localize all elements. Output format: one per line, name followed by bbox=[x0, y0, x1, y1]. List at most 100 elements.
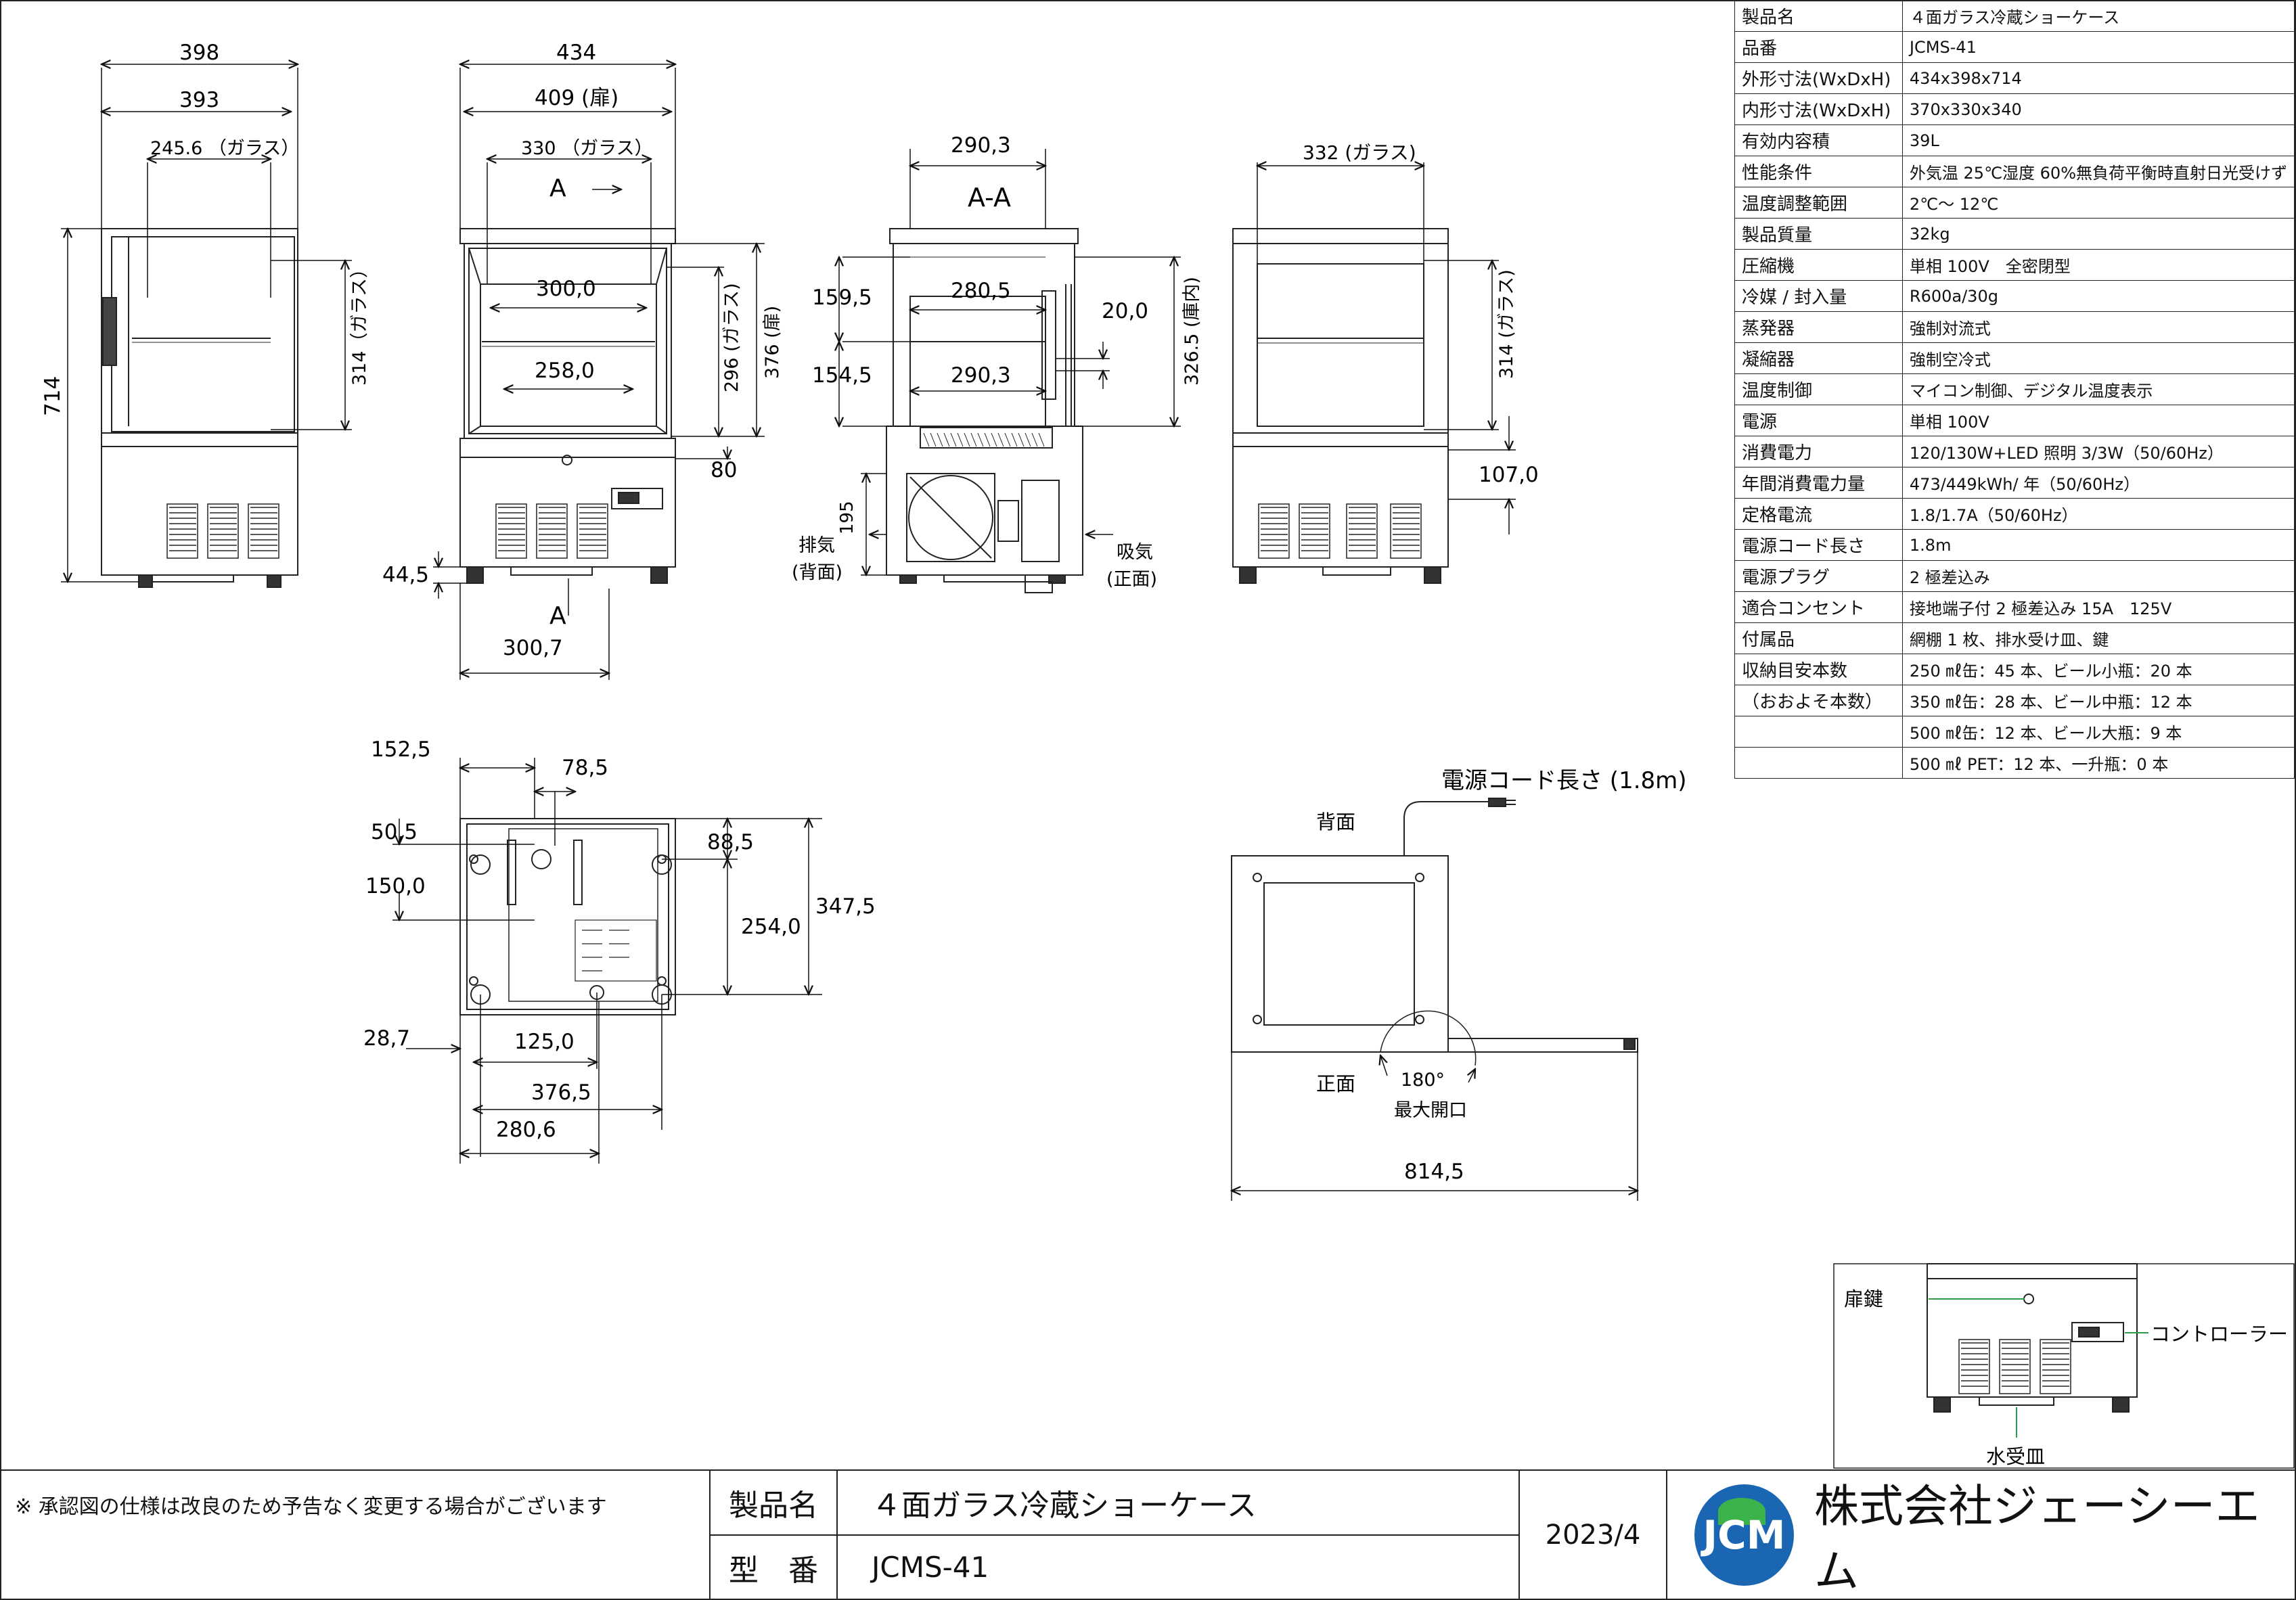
spec-label: 温度調整範囲 bbox=[1734, 187, 1903, 219]
front-d258: 258,0 bbox=[535, 359, 595, 383]
jcm-logo: JCM bbox=[1694, 1484, 1794, 1586]
bottom-d3475: 347,5 bbox=[815, 894, 876, 919]
model-value-cell: JCMS-41 bbox=[836, 1534, 1520, 1600]
spec-label: 収納目安本数 bbox=[1734, 654, 1903, 685]
spec-label: 性能条件 bbox=[1734, 156, 1903, 187]
spec-row: 性能条件外気温 25℃湿度 60%無負荷平衡時直射日光受けず bbox=[1734, 156, 2295, 187]
side-d714: 714 bbox=[41, 376, 65, 416]
spec-value: 250 ㎖缶：45 本、ビール小瓶：20 本 bbox=[1901, 654, 2295, 685]
front-d80: 80 bbox=[711, 458, 737, 482]
note-text: ※ 承認図の仕様は改良のため予告なく変更する場合がございます bbox=[15, 1495, 607, 1519]
bottom-d785: 78,5 bbox=[562, 756, 608, 780]
section-d3265: 326.5 (庫内) bbox=[1181, 277, 1202, 386]
detail-view bbox=[1833, 1263, 2295, 1469]
spec-value: 434x398x714 bbox=[1901, 62, 2295, 94]
name-value-cell: ４面ガラス冷蔵ショーケース bbox=[836, 1469, 1520, 1536]
front-d300: 300,0 bbox=[536, 277, 596, 301]
spec-value: 単相 100V bbox=[1901, 405, 2295, 436]
note-cell: ※ 承認図の仕様は改良のため予告なく変更する場合がございます bbox=[0, 1469, 711, 1600]
bottom-d885: 88,5 bbox=[707, 830, 754, 854]
date-cell: 2023/4 bbox=[1518, 1469, 1667, 1600]
spec-label: 定格電流 bbox=[1734, 498, 1903, 530]
bottom-d1500: 150,0 bbox=[365, 874, 426, 898]
side-d314: 314（ガラス） bbox=[349, 260, 370, 386]
top-d8145: 814,5 bbox=[1404, 1160, 1464, 1184]
bottom-d1250: 125,0 bbox=[514, 1030, 575, 1054]
company-name: 株式会社ジェーシーエム bbox=[1814, 1480, 2260, 1597]
spec-label: 年間消費電力量 bbox=[1734, 467, 1903, 499]
spec-label: 有効内容積 bbox=[1734, 124, 1903, 156]
model-number: JCMS-41 bbox=[872, 1551, 989, 1584]
spec-value: 外気温 25℃湿度 60%無負荷平衡時直射日光受けず bbox=[1901, 156, 2295, 187]
section-view bbox=[886, 228, 1083, 593]
section-d2805: 280,5 bbox=[951, 279, 1011, 303]
spec-row: 温度制御マイコン制御、デジタル温度表示 bbox=[1734, 373, 2295, 405]
spec-row: 適合コンセント接地端子付 2 極差込み 15A 125V bbox=[1734, 591, 2295, 623]
front-d409: 409 (扉) bbox=[535, 86, 618, 110]
section-exhaust: 排気 bbox=[798, 535, 835, 556]
spec-value: 32kg bbox=[1901, 218, 2295, 250]
detail-drain: 水受皿 bbox=[1986, 1445, 2045, 1468]
spec-row: 外形寸法(WxDxH)434x398x714 bbox=[1734, 62, 2295, 94]
front-d3007: 300,7 bbox=[503, 636, 563, 660]
spec-value: 500 ㎖ PET：12 本、一升瓶：0 本 bbox=[1901, 747, 2295, 779]
front-d330: 330 （ガラス） bbox=[521, 138, 653, 159]
date: 2023/4 bbox=[1545, 1519, 1641, 1551]
spec-value: マイコン制御、デジタル温度表示 bbox=[1901, 373, 2295, 405]
spec-value: 単相 100V 全密閉型 bbox=[1901, 249, 2295, 281]
front-d296: 296 (ガラス) bbox=[721, 283, 742, 392]
front-view-dimensions bbox=[433, 64, 765, 680]
spec-label bbox=[1734, 747, 1903, 779]
side-d398: 398 bbox=[179, 41, 219, 65]
section-exhaust-sub: (背面) bbox=[792, 562, 842, 583]
spec-row: （おおよそ本数）350 ㎖缶：28 本、ビール中瓶：12 本 bbox=[1734, 685, 2295, 716]
spec-label: 製品名 bbox=[1734, 0, 1903, 32]
section-intake: 吸気 bbox=[1117, 542, 1153, 563]
spec-label: 圧縮機 bbox=[1734, 249, 1903, 281]
section-title: A-A bbox=[968, 183, 1011, 212]
bottom-d2806: 280,6 bbox=[496, 1118, 556, 1142]
spec-label: 内形寸法(WxDxH) bbox=[1734, 93, 1903, 125]
model-label: 型 番 bbox=[729, 1553, 818, 1588]
top-back-label: 背面 bbox=[1316, 810, 1355, 833]
spec-label: （おおよそ本数） bbox=[1734, 685, 1903, 716]
spec-row: 電源単相 100V bbox=[1734, 405, 2295, 436]
detail-leaders bbox=[1929, 1298, 2148, 1438]
side-view-dimensions bbox=[61, 64, 352, 582]
spec-label: 製品質量 bbox=[1734, 218, 1903, 250]
spec-label: 電源プラグ bbox=[1734, 560, 1903, 592]
spec-label: 消費電力 bbox=[1734, 436, 1903, 467]
spec-label: 電源 bbox=[1734, 405, 1903, 436]
bottom-d2540: 254,0 bbox=[741, 915, 801, 939]
detail-key: 扉鍵 bbox=[1844, 1287, 1883, 1310]
spec-label: 適合コンセント bbox=[1734, 591, 1903, 623]
spec-row: 内形寸法(WxDxH)370x330x340 bbox=[1734, 93, 2295, 125]
spec-label: 電源コード長さ bbox=[1734, 529, 1903, 561]
spec-value: 473/449kWh/ 年（50/60Hz） bbox=[1901, 467, 2295, 499]
bottom-d287: 28,7 bbox=[363, 1026, 410, 1051]
spec-row: 圧縮機単相 100V 全密閉型 bbox=[1734, 249, 2295, 281]
back-view bbox=[1232, 228, 1449, 584]
back-d107: 107,0 bbox=[1479, 463, 1539, 487]
spec-value: 網棚 1 枚、排水受け皿、鍵 bbox=[1901, 622, 2295, 654]
model-label-cell: 型 番 bbox=[709, 1534, 838, 1600]
top-cord: 電源コード長さ (1.8m) bbox=[1441, 767, 1687, 794]
spec-label bbox=[1734, 716, 1903, 748]
spec-row: 500 ㎖ PET：12 本、一升瓶：0 本 bbox=[1734, 747, 2295, 779]
spec-value: 39L bbox=[1901, 124, 2295, 156]
front-section-a-bottom: A bbox=[549, 602, 566, 630]
product-name: ４面ガラス冷蔵ショーケース bbox=[872, 1488, 1257, 1523]
side-d245: 245.6 （ガラス） bbox=[150, 138, 299, 159]
spec-value: JCMS-41 bbox=[1901, 31, 2295, 63]
spec-value: 120/130W+LED 照明 3/3W（50/60Hz） bbox=[1901, 436, 2295, 467]
spec-value: 1.8/1.7A（50/60Hz） bbox=[1901, 498, 2295, 530]
